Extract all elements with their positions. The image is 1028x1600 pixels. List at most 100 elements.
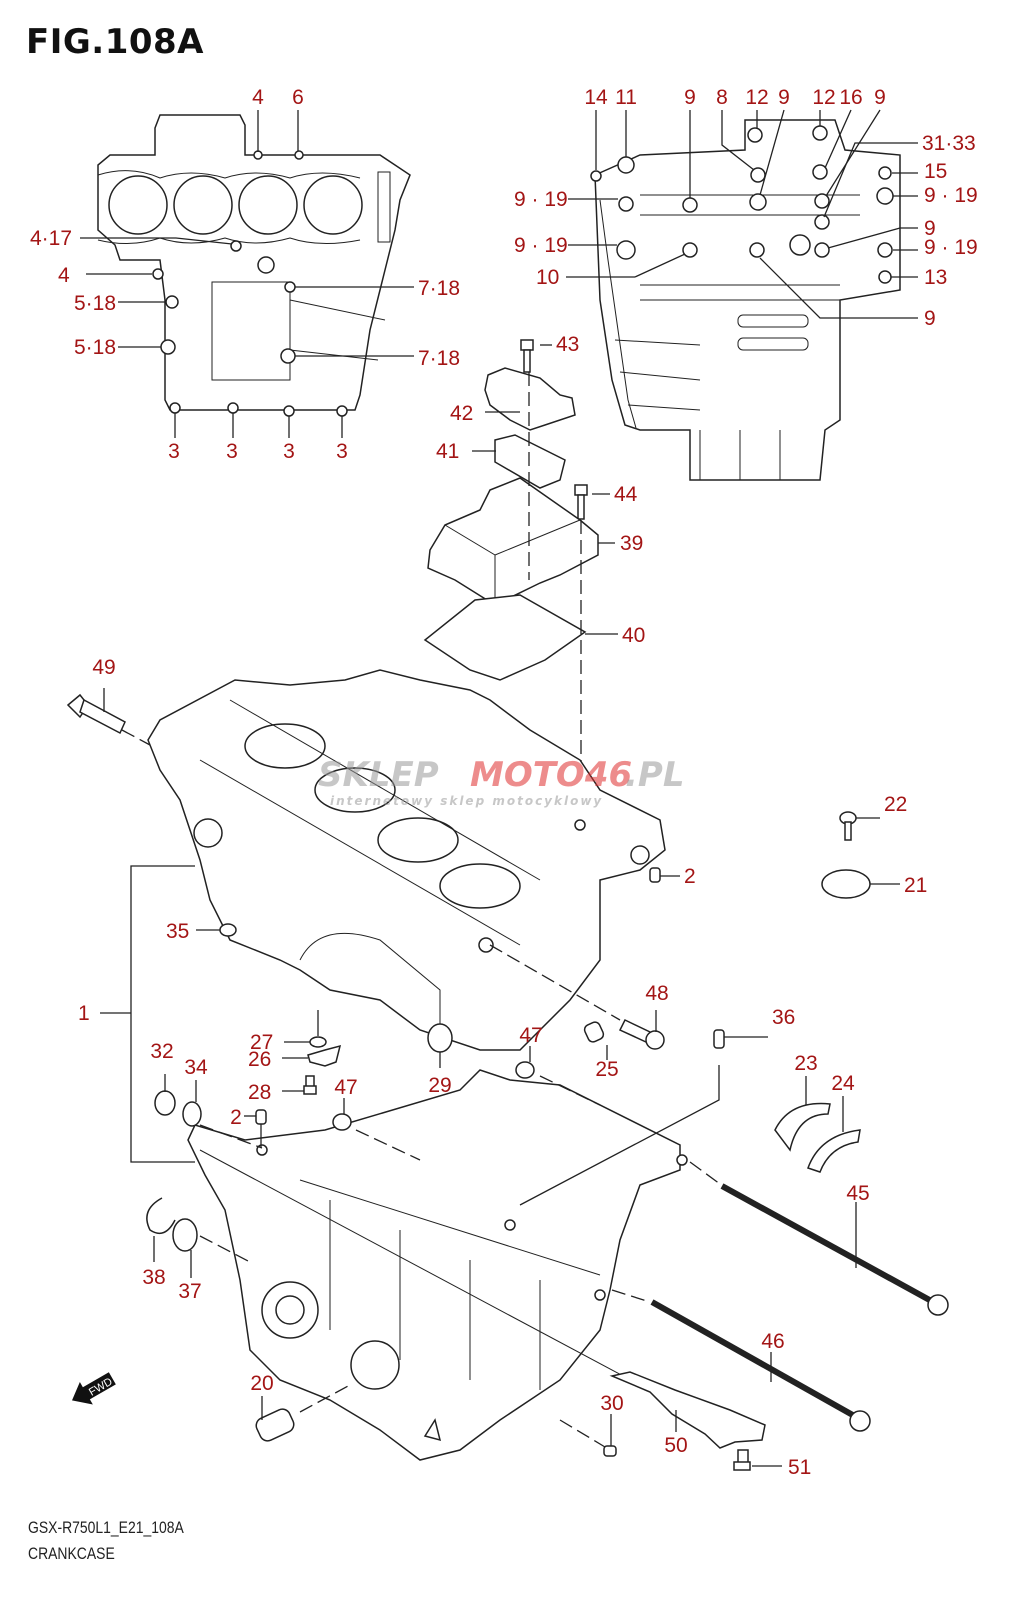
watermark-tagline: internetowy sklep motocyklowy [330,794,603,808]
callout-label: 50 [664,1434,687,1457]
watermark-suffix: .PL [625,755,685,795]
lower-crankcase-main [187,1069,688,1461]
callout-label: 37 [178,1280,201,1303]
plug-32 [154,1090,176,1116]
callout-labels: 4 6 4·17 4 5·18 5·18 7·18 7·18 3 3 3 3 1… [30,86,978,1479]
dowel-pin-2-lower [255,1109,267,1125]
breather-gasket-40 [423,594,587,681]
oil-jet-36 [713,1029,725,1049]
circlip-38 [146,1197,176,1235]
callout-label: 15 [924,160,947,183]
bracket-50 [609,1371,766,1449]
washer-34 [182,1101,202,1127]
washer-27 [309,1036,327,1048]
forward-arrow-icon [72,1372,116,1405]
dowel-pin-2-upper [649,867,661,883]
callout-label: 23 [794,1052,817,1075]
callout-label: 25 [595,1058,618,1081]
callout-label: 12 [745,86,768,109]
breather-box-39 [427,477,599,606]
callout-label: 9 [924,217,936,240]
bolt-49 [66,693,126,735]
thrust-bearing-24 [807,1129,861,1173]
model-code: GSX-R750L1_E21_108A [28,1518,184,1537]
callout-label: 48 [645,982,668,1005]
callout-label: 3 [283,440,295,463]
callout-label: 9 · 19 [924,184,978,207]
screw-22 [839,811,857,841]
callout-label: 30 [600,1392,623,1415]
nut-47-upper [515,1061,535,1079]
callout-label: 9 [874,86,886,109]
callout-label: 7·18 [418,347,460,370]
callout-label: 7·18 [418,277,460,300]
upper-crankcase-main [147,669,666,1051]
callout-label: 5·18 [74,336,116,359]
callout-label: 12 [812,86,835,109]
callout-label: 4 [58,264,70,287]
callout-label: 3 [226,440,238,463]
callout-label: 34 [184,1056,208,1079]
callout-label: 9 · 19 [924,236,978,259]
section-name: CRANKCASE [28,1544,115,1563]
bolt-45 [720,1183,949,1316]
plug-30 [603,1445,617,1457]
callout-label: 47 [519,1024,542,1047]
upper-case-top-view [97,114,411,417]
callout-label: 22 [884,793,907,816]
callout-label: 9 · 19 [514,234,568,257]
callout-label: 31·33 [922,132,976,155]
watermark-brand-red: MOTO46 [470,755,632,795]
callout-label: 20 [250,1372,273,1395]
callout-label: 9 [924,307,936,330]
bolt-43 [520,339,534,373]
bracket-26 [307,1044,342,1067]
callout-label: 36 [772,1006,795,1029]
callout-label: 9 [778,86,790,109]
callout-label: 45 [846,1182,869,1205]
callout-label: 8 [716,86,728,109]
fwd-label: FWD [87,1376,115,1399]
callout-label: 16 [839,86,862,109]
callout-label: 4·17 [30,227,72,250]
callout-label: 44 [614,483,638,506]
breather-assembly [423,339,618,830]
figure-title: FIG.108A [26,22,204,62]
callout-label: 49 [92,656,115,679]
thrust-bearing-23 [774,1102,831,1152]
bolt-51 [733,1449,751,1471]
callout-label: 5·18 [74,292,116,315]
callout-label: 9 [684,86,696,109]
callout-label: 14 [584,86,608,109]
fwd-direction-badge: FWD [72,1372,116,1405]
callout-label: 29 [428,1074,451,1097]
bolt-48 [618,1019,665,1050]
callout-label: 6 [292,86,304,109]
watermark: SKLEP MOTO46 .PL internetowy sklep motoc… [318,755,685,808]
bolt-44 [574,484,588,520]
callout-label: 26 [248,1048,271,1071]
callout-label: 32 [150,1040,173,1063]
callout-label: 38 [142,1266,165,1289]
callout-label: 28 [248,1081,271,1104]
callout-label: 40 [622,624,645,647]
callout-label: 39 [620,532,643,555]
callout-label: 3 [168,440,180,463]
callout-label: 41 [436,440,459,463]
callout-label: 2 [684,865,696,888]
oil-filter-20 [255,1408,295,1442]
callout-label: 1 [78,1002,90,1025]
o-ring-35 [219,923,237,937]
callout-label: 43 [556,333,579,356]
breather-cover-42 [484,367,576,431]
seal-37 [172,1218,198,1252]
callout-label: 13 [924,266,947,289]
callout-label: 46 [761,1330,784,1353]
breather-gasket-41 [494,434,566,489]
callout-label: 42 [450,402,473,425]
upper-case-bottom-view [590,119,901,481]
callout-label: 11 [615,86,637,109]
o-ring-21 [821,869,871,899]
callout-label: 21 [904,874,927,897]
